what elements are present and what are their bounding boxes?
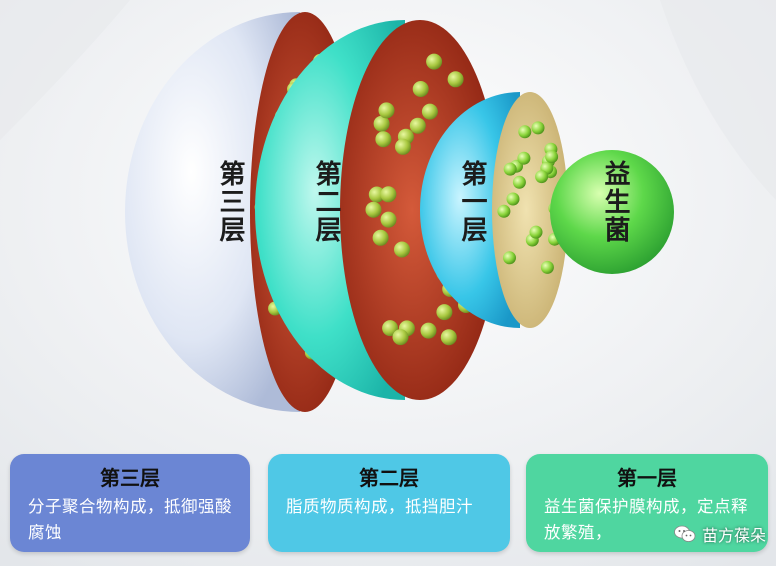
granule: [517, 151, 531, 165]
granule: [378, 102, 395, 119]
first-layer-shell: [420, 92, 568, 328]
granule: [426, 53, 443, 70]
card-description: 脂质物质构成，抵挡胆汁: [286, 497, 473, 516]
granule: [503, 251, 516, 265]
diagram-label-probiotic: 益生菌: [600, 160, 630, 244]
granule: [512, 175, 526, 189]
granule: [440, 329, 457, 346]
granule: [394, 241, 410, 258]
wechat-icon: [674, 525, 696, 542]
granule: [531, 121, 545, 135]
granule: [503, 162, 517, 176]
granule: [373, 115, 390, 132]
granule: [380, 211, 397, 228]
card-title: 第二层: [359, 466, 419, 490]
granule: [529, 225, 543, 239]
granule: [420, 322, 437, 339]
granule: [375, 131, 392, 148]
granule: [506, 192, 520, 206]
granule: [545, 150, 559, 164]
card-third-layer: 第三层 分子聚合物构成，抵御强酸腐蚀: [10, 454, 250, 552]
card-description: 益生菌保护膜构成，定点释放繁殖，: [544, 497, 748, 542]
card-first-layer: 第一层 益生菌保护膜构成，定点释放繁殖，: [526, 454, 768, 552]
granule: [409, 117, 426, 134]
watermark: 苗方葆朵: [674, 522, 766, 546]
watermark-text: 苗方葆朵: [701, 526, 766, 545]
card-title: 第三层: [100, 466, 160, 490]
granule: [392, 329, 409, 346]
granule: [380, 186, 397, 203]
granule: [365, 201, 382, 218]
diagram-label-first-layer: 第一层: [457, 160, 487, 244]
granule: [447, 71, 464, 88]
granule: [372, 229, 389, 246]
probiotic-core: [550, 150, 674, 274]
card-description: 分子聚合物构成，抵御强酸腐蚀: [28, 497, 232, 542]
granule: [540, 260, 554, 274]
granule: [497, 204, 511, 218]
granule: [518, 125, 532, 139]
card-title: 第一层: [617, 466, 677, 490]
granule: [368, 186, 385, 203]
granule: [535, 170, 549, 184]
granule: [421, 103, 438, 120]
granule: [436, 304, 453, 321]
diagram-label-second-layer: 第二层: [311, 160, 341, 244]
card-second-layer: 第二层 脂质物质构成，抵挡胆汁: [268, 454, 510, 552]
diagram-label-third-layer: 第三层: [215, 160, 245, 244]
granule: [395, 138, 411, 155]
granule: [382, 320, 399, 337]
granule: [412, 81, 429, 97]
capsule-illustration: [125, 12, 674, 412]
